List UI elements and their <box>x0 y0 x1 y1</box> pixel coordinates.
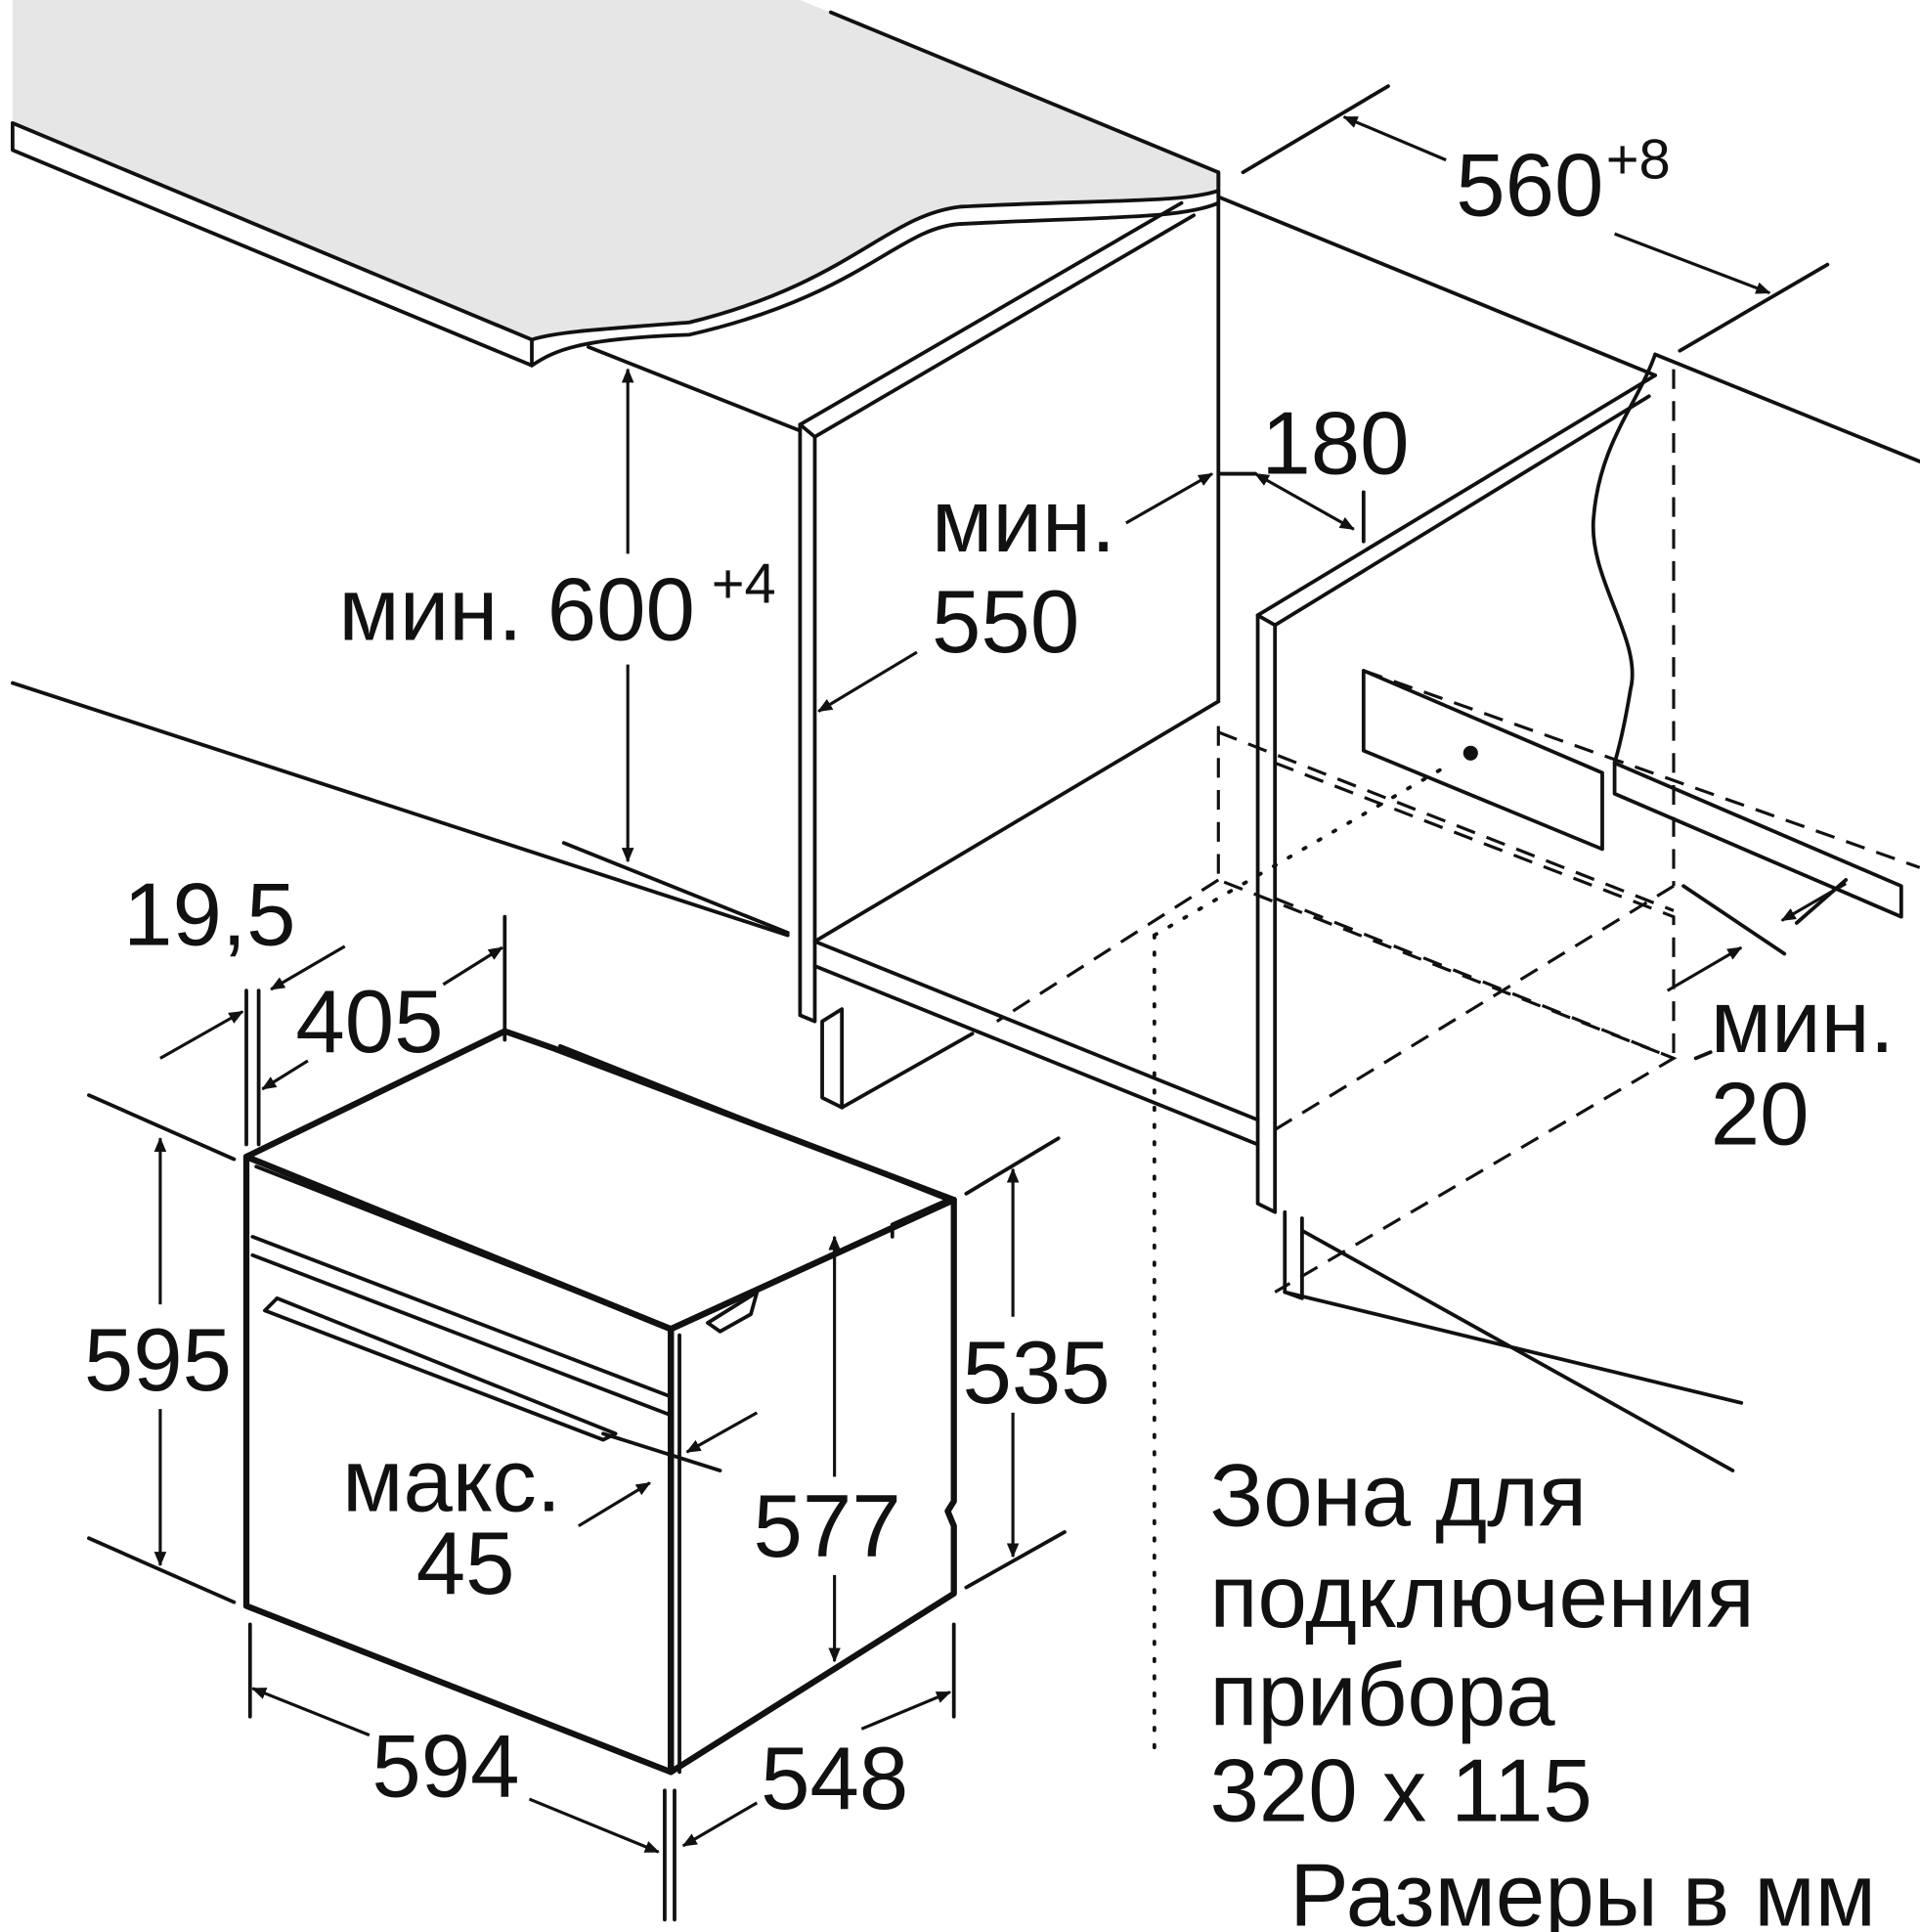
connection-zone-line3: прибора <box>1209 1647 1555 1745</box>
top-depth-value: 405 <box>295 973 443 1072</box>
side-height-value: 535 <box>963 1324 1111 1423</box>
niche-width-tolerance: +8 <box>1606 128 1671 191</box>
max-value: 45 <box>416 1515 515 1613</box>
oven-depth-value: 548 <box>761 1730 908 1828</box>
max-label: макс. <box>342 1432 561 1531</box>
min-gap-label: мин. <box>1711 973 1895 1072</box>
connection-zone-box <box>1361 669 1604 852</box>
front-thickness-value: 19,5 <box>123 866 295 965</box>
oven <box>242 1028 957 1776</box>
connection-zone-line1: Зона для <box>1209 1447 1587 1546</box>
oven-height-value: 595 <box>84 1311 232 1410</box>
inner-height-value: 577 <box>754 1477 901 1576</box>
min-height-tolerance: +4 <box>712 553 776 616</box>
oven-width-value: 594 <box>371 1718 519 1817</box>
dimension-labels: 560 +8 180 мин. 550 мин. 600 +4 19,5 405… <box>84 128 1895 1932</box>
cabinet-niche <box>10 170 1920 1750</box>
niche-width-value: 560 <box>1456 136 1603 235</box>
connection-zone-line2: подключения <box>1209 1548 1754 1647</box>
connection-zone-line4: 320 x 115 <box>1209 1742 1592 1841</box>
min-depth-value: 550 <box>932 573 1079 672</box>
dimension-lines <box>87 84 1849 1922</box>
countertop <box>10 0 1221 368</box>
min-height-label: мин. 600 <box>338 560 694 659</box>
min-gap-value: 20 <box>1711 1065 1810 1164</box>
countertop-right <box>1591 0 1920 919</box>
units-note: Размеры в мм <box>1289 1847 1876 1932</box>
socket-offset-value: 180 <box>1261 395 1409 494</box>
min-depth-label: мин. <box>932 472 1115 571</box>
oven-door-handle <box>263 1295 618 1442</box>
